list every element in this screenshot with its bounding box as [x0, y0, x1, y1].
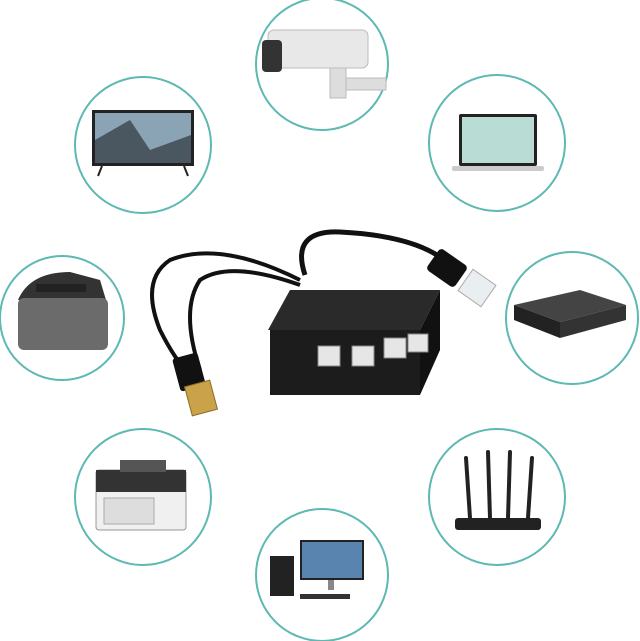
printer-icon: [18, 272, 108, 350]
ethernet-port-3: [383, 337, 407, 359]
router-icon: [455, 450, 541, 530]
ethernet-port-4: [407, 333, 429, 353]
circle-router: [428, 428, 566, 566]
usb-a-plug: [172, 352, 219, 417]
rj45-plug: [427, 249, 497, 308]
ethernet-splitter: [150, 229, 497, 417]
mini-pc-icon: [514, 290, 626, 338]
tv-icon: [92, 110, 194, 177]
desktop-icon: [270, 540, 364, 599]
copier-icon: [95, 460, 187, 531]
camera-icon: [262, 29, 387, 99]
ethernet-port-2: [351, 345, 375, 367]
laptop-icon: [452, 114, 544, 171]
ethernet-port-1: [317, 345, 341, 367]
